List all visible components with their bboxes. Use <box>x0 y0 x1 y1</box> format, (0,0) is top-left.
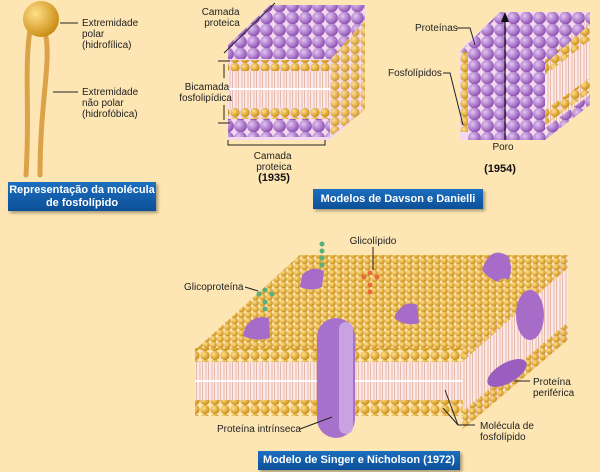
davson-danielli-caption: Modelos de Davson e Danielli <box>313 189 483 209</box>
peripheral-protein-label: Proteína periférica <box>533 377 575 399</box>
davson-1954-model <box>460 12 590 140</box>
phospholipids-label: Fosfolípidos <box>388 68 442 79</box>
glycolipid-label: Glicolípido <box>350 236 397 247</box>
fluid-mosaic-membrane <box>195 241 568 438</box>
year-1954: (1954) <box>484 163 516 175</box>
protein-layer-bottom-label: Camada proteica <box>254 151 295 173</box>
nonpolar-end-label: Extremidade não polar (hidrofóbica) <box>82 87 141 120</box>
phospholipid-molecule-label: Molécula de fosfolípido <box>480 421 537 443</box>
caption-line: Representação da molécula <box>9 183 155 196</box>
phospholipid-molecule <box>23 1 59 178</box>
davson-1935-model <box>228 5 365 140</box>
glycoprotein-label: Glicoproteína <box>184 282 244 293</box>
year-1935: (1935) <box>258 172 290 184</box>
phospholipid-bilayer-label: Bicamada fosfolipídica <box>179 82 232 104</box>
singer-nicolson-caption: Modelo de Singer e Nicholson (1972) <box>258 451 460 470</box>
proteins-label: Proteínas <box>415 23 458 34</box>
pore-label: Poro <box>492 142 514 153</box>
protein-layer-top-label: Camada proteica <box>202 7 243 29</box>
intrinsic-protein-label: Proteína intrínseca <box>217 424 301 435</box>
phospholipid-caption: Representação da molécula de fosfolípido <box>8 182 156 211</box>
polar-end-label: Extremidade polar (hidrofílica) <box>82 18 141 51</box>
caption-line: de fosfolípido <box>45 196 119 209</box>
